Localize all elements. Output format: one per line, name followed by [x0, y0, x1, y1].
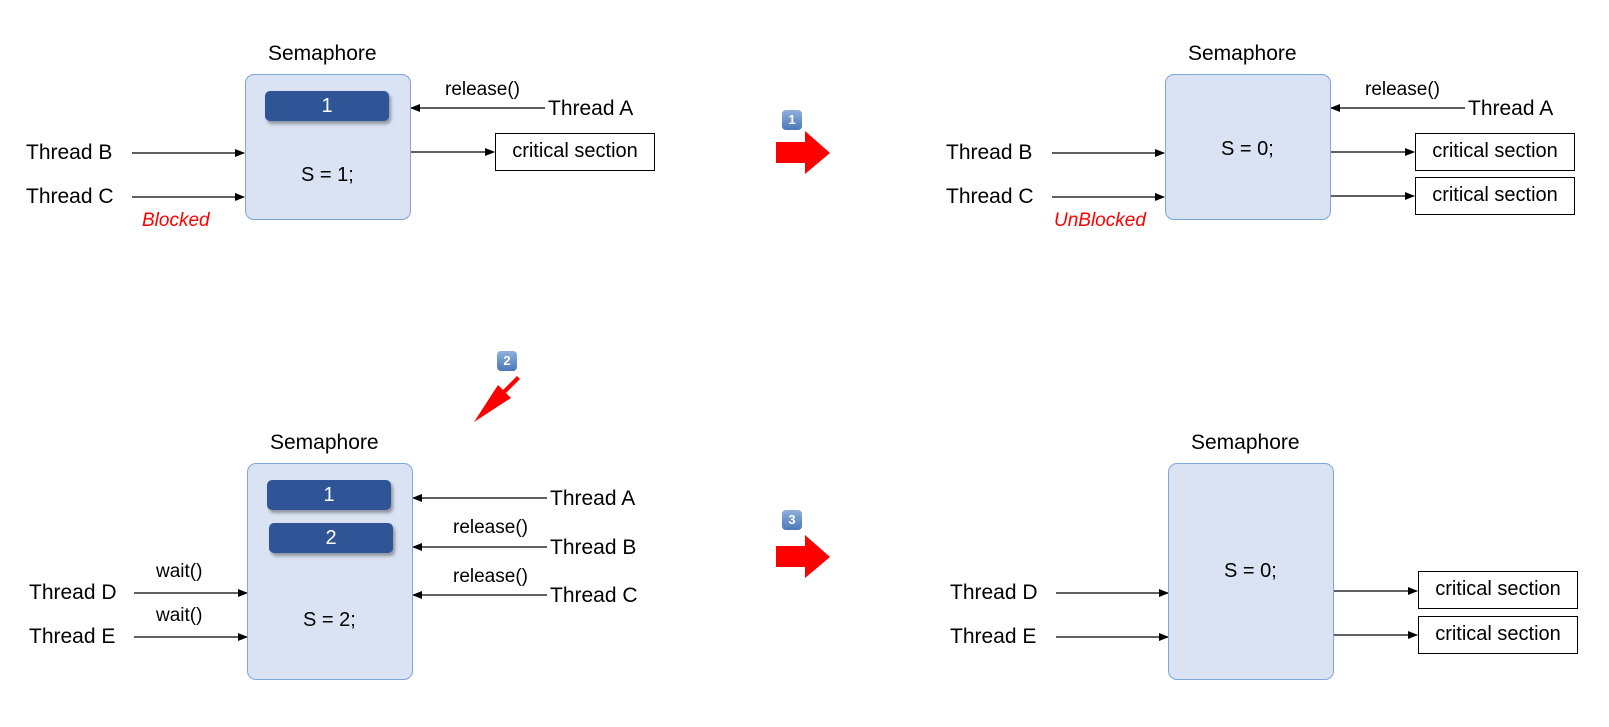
critical-section-box: critical section	[1415, 177, 1575, 215]
thread-label: Thread A	[1468, 97, 1554, 120]
thread-label: Thread E	[29, 625, 116, 648]
call-label: release()	[453, 517, 528, 538]
step-badge: 2	[497, 351, 517, 371]
thread-label: Thread D	[29, 581, 117, 604]
semaphore-title: Semaphore	[1191, 431, 1300, 454]
thread-label: Thread C	[946, 185, 1034, 208]
thread-label: Thread C	[26, 185, 114, 208]
critical-section-box: critical section	[1418, 616, 1578, 654]
thread-label: Thread C	[550, 584, 638, 607]
semaphore-value: S = 1;	[301, 164, 354, 186]
right-arrow-icon	[776, 131, 830, 174]
call-label: release()	[445, 79, 520, 100]
semaphore-value: S = 2;	[303, 609, 356, 631]
right-arrow-icon	[776, 535, 830, 578]
semaphore-box: 1 S = 1;	[245, 74, 411, 220]
semaphore-box: S = 0;	[1168, 463, 1334, 680]
permit-token: 1	[267, 480, 391, 510]
semaphore-box: 1 2 S = 2;	[247, 463, 413, 680]
call-label: release()	[453, 566, 528, 587]
semaphore-value: S = 0;	[1224, 560, 1277, 582]
thread-label: Thread D	[950, 581, 1038, 604]
critical-section-box: critical section	[1415, 133, 1575, 171]
semaphore-title: Semaphore	[270, 431, 379, 454]
down-left-arrow-icon	[474, 376, 520, 422]
permit-token: 1	[265, 91, 389, 121]
step-badge: 3	[782, 510, 802, 530]
thread-label: Thread A	[550, 487, 636, 510]
call-label: wait()	[156, 605, 203, 626]
critical-section-box: critical section	[495, 133, 655, 171]
semaphore-title: Semaphore	[1188, 42, 1297, 65]
call-label: wait()	[156, 561, 203, 582]
thread-label: Thread B	[946, 141, 1033, 164]
semaphore-value: S = 0;	[1221, 138, 1274, 160]
step-badge: 1	[782, 110, 802, 130]
semaphore-title: Semaphore	[268, 42, 377, 65]
call-label: release()	[1365, 79, 1440, 100]
permit-token: 2	[269, 523, 393, 553]
critical-section-box: critical section	[1418, 571, 1578, 609]
thread-label: Thread B	[26, 141, 113, 164]
status-label: Blocked	[142, 210, 210, 231]
semaphore-box: S = 0;	[1165, 74, 1331, 220]
status-label: UnBlocked	[1054, 210, 1146, 231]
thread-label: Thread A	[548, 97, 634, 120]
thread-label: Thread B	[550, 536, 637, 559]
thread-label: Thread E	[950, 625, 1037, 648]
